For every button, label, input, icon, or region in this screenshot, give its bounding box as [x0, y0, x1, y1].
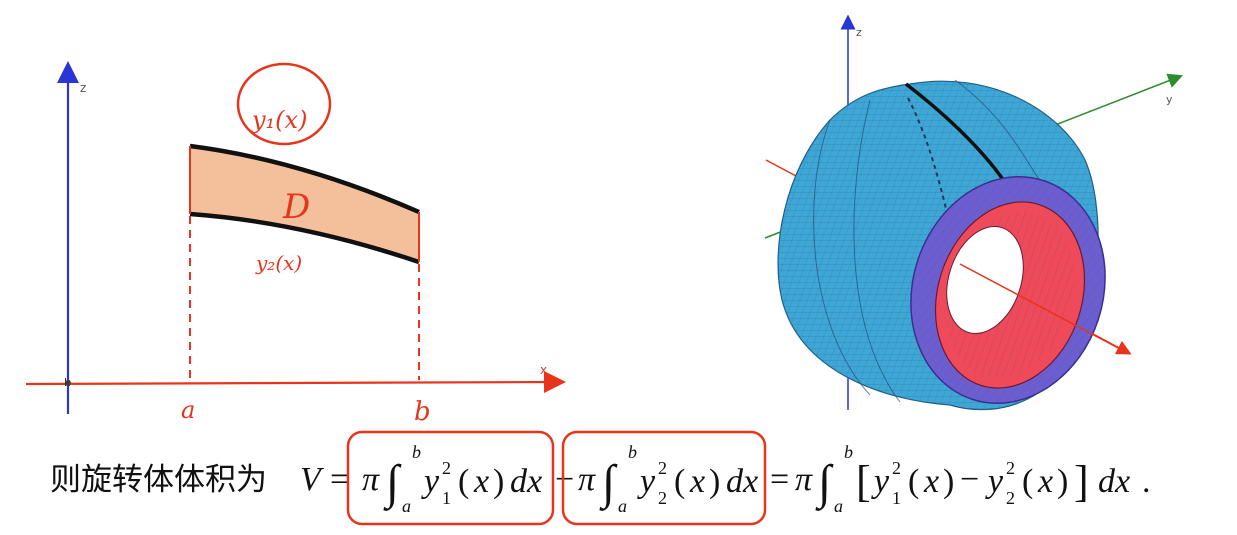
term-1-lparen: ( — [458, 463, 469, 500]
bound-b-label: b — [414, 397, 431, 427]
combined-rparen-1: ) — [943, 463, 954, 500]
term-2-integral: ∫ — [599, 456, 618, 511]
formula-prefix: 则旋转体体积为 — [50, 462, 267, 498]
combined-pi: π — [795, 461, 813, 498]
term-2-lparen: ( — [674, 463, 685, 500]
term-1-pi: π — [362, 461, 380, 498]
volume-formula: 则旋转体体积为 V = π ∫ b a y 2 1 ( x ) dx − π ∫… — [50, 430, 1151, 526]
solid-contour-2 — [853, 99, 901, 403]
term-2-box — [561, 430, 767, 526]
left-diagram: z x k y₁(x) D y₂(x) a b — [25, 61, 566, 427]
combined-x-1: x — [923, 463, 939, 500]
equals-2: = — [770, 461, 789, 498]
term-1-lower-limit: a — [402, 496, 411, 516]
combined-y2-sup: 2 — [1006, 458, 1015, 478]
combined-minus: − — [960, 461, 979, 498]
combined-y1-sub: 1 — [892, 488, 901, 508]
combined-rparen-2: ) — [1057, 463, 1068, 500]
combined-lparen-1: ( — [908, 463, 919, 500]
x-axis-label-right: x — [1116, 344, 1122, 355]
solid-contour-3 — [954, 79, 1041, 181]
lower-curve-label: y₂(x) — [255, 251, 302, 275]
combined-y2-sub: 2 — [1006, 488, 1015, 508]
y1-label-circle — [236, 62, 332, 146]
z-axis-label-right: z — [856, 26, 862, 39]
term-2-lower-limit: a — [618, 496, 627, 516]
term-2-x: x — [689, 463, 705, 500]
term-1-upper-limit: b — [412, 442, 421, 462]
term-2-upper-limit: b — [628, 442, 637, 462]
combined-dx: dx — [1098, 463, 1130, 500]
term-2-sub: 2 — [658, 488, 667, 508]
combined-lbracket: [ — [856, 457, 871, 506]
origin-mark: k — [64, 376, 71, 389]
x-axis-right-front — [959, 263, 1123, 351]
term-1-sup: 2 — [442, 458, 451, 478]
region-label: D — [282, 187, 310, 227]
z-axis-label-left: z — [80, 81, 86, 95]
lower-curve — [189, 211, 420, 265]
term-2-rparen: ) — [709, 463, 720, 500]
term-1-rparen: ) — [493, 463, 504, 500]
term-1-integral: ∫ — [383, 456, 402, 511]
term-2-y: y — [637, 463, 656, 500]
equals-1: = — [330, 461, 349, 498]
bound-a-label: a — [181, 396, 195, 424]
profile-curve-hidden — [907, 97, 956, 251]
formula-period: . — [1142, 463, 1151, 500]
combined-lower-limit: a — [834, 496, 843, 516]
minus-1: − — [555, 461, 574, 498]
inner-hole — [946, 226, 1024, 334]
y-axis-label-right: y — [1166, 93, 1173, 106]
combined-rbracket: ] — [1074, 457, 1089, 506]
term-1-y: y — [421, 463, 440, 500]
x-axis-label-left: x — [540, 363, 547, 377]
origin-point — [65, 380, 71, 386]
region-d — [190, 146, 419, 262]
right-diagram: z y x — [764, 14, 1183, 411]
upper-curve-label: y₁(x) — [251, 106, 307, 134]
x-axis-left — [25, 371, 566, 394]
term-1-box — [346, 430, 555, 526]
combined-lparen-2: ( — [1022, 463, 1033, 500]
volume-symbol: V — [300, 461, 325, 498]
term-2-dx: dx — [726, 463, 758, 500]
profile-curve — [904, 82, 1012, 191]
upper-curve — [189, 143, 420, 215]
term-1-x: x — [473, 463, 489, 500]
term-1-dx: dx — [510, 463, 542, 500]
solid-contour-1 — [813, 119, 871, 396]
term-1-sub: 1 — [442, 488, 451, 508]
combined-upper-limit: b — [844, 442, 853, 462]
term-2-sup: 2 — [658, 458, 667, 478]
combined-y1-sup: 2 — [892, 458, 901, 478]
combined-y1: y — [871, 463, 890, 500]
combined-x-2: x — [1037, 463, 1053, 500]
combined-y2: y — [985, 463, 1004, 500]
combined-integral: ∫ — [815, 456, 834, 511]
term-2-pi: π — [578, 461, 596, 498]
